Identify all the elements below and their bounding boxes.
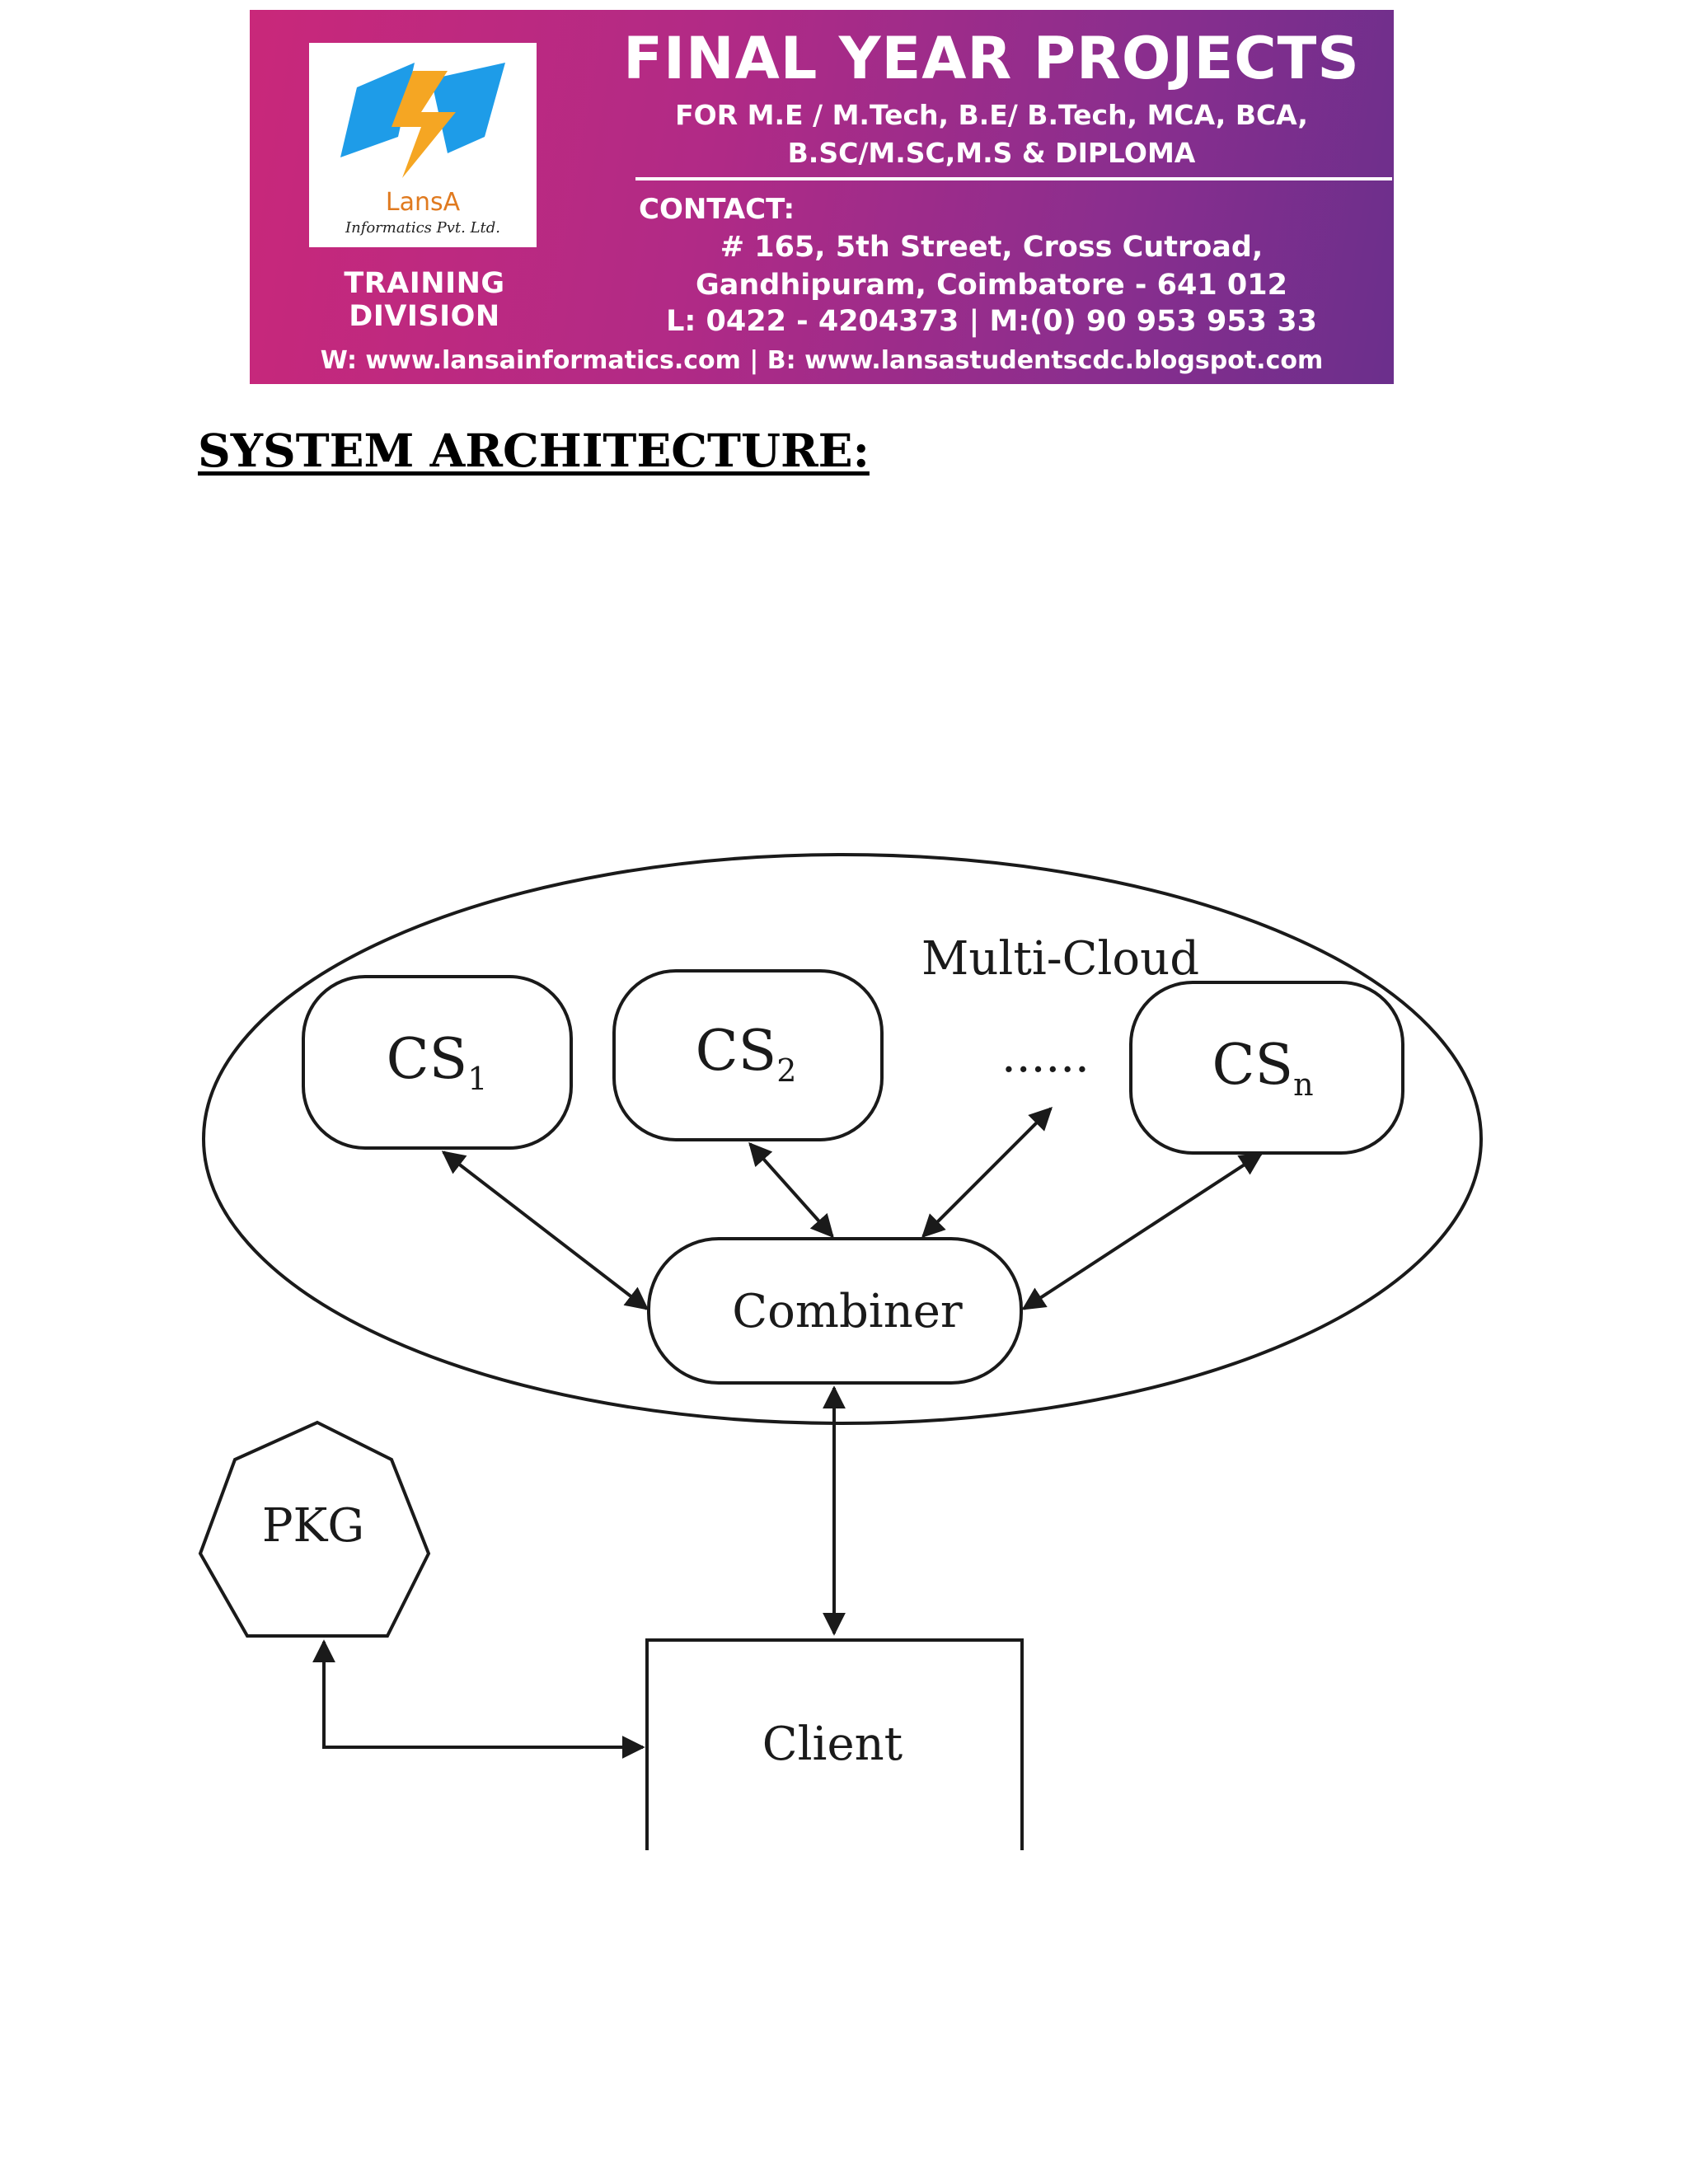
phone-numbers: L: 0422 - 4204373 | M:(0) 90 953 953 33 — [666, 305, 1317, 338]
lightning-logo-icon — [340, 63, 505, 178]
banner-subtitle-line1: FOR M.E / M.Tech, B.E/ B.Tech, MCA, BCA, — [675, 99, 1308, 131]
address-line2: Gandhipuram, Coimbatore - 641 012 — [696, 269, 1287, 302]
banner-subtitle-line2: B.SC/M.SC,M.S & DIPLOMA — [787, 137, 1196, 169]
cloud-server-1: CS1 — [302, 975, 573, 1150]
address-line1: # 165, 5th Street, Cross Cutroad, — [720, 231, 1264, 264]
svg-text:CS2: CS2 — [696, 1019, 797, 1089]
cs1-subscript: 1 — [467, 1061, 487, 1097]
header-banner: LansA Informatics Pvt. Ltd. TRAINING DIV… — [250, 10, 1394, 384]
combiner-label: Combiner — [732, 1285, 963, 1338]
pkg-label: PKG — [262, 1499, 364, 1553]
client-label: Client — [762, 1718, 903, 1771]
arrow-csn-combiner — [1021, 1152, 1264, 1310]
logo-name: LansA — [385, 188, 461, 217]
contact-label: CONTACT: — [639, 193, 795, 226]
training-division-label: TRAINING DIVISION — [344, 267, 505, 333]
combiner-node: Combiner — [647, 1237, 1023, 1385]
cloud-server-n: CSn — [1129, 981, 1404, 1155]
arrow-pkg-client — [312, 1639, 645, 1759]
pkg-node: PKG — [198, 1420, 431, 1638]
multi-cloud-label: Multi-Cloud — [921, 932, 1199, 986]
svg-text:CS1: CS1 — [387, 1027, 488, 1097]
website-links: W: www.lansainformatics.com | B: www.lan… — [320, 346, 1324, 375]
page-title: SYSTEM ARCHITECTURE: — [198, 424, 870, 477]
cs1-label: CS — [387, 1027, 468, 1092]
arrow-ellipsis-combiner — [921, 1107, 1053, 1238]
cloud-server-2: CS2 — [612, 969, 884, 1141]
csn-label: CS — [1212, 1033, 1293, 1098]
client-node: Client — [645, 1638, 1024, 1850]
csn-subscript: n — [1293, 1066, 1313, 1103]
arrow-cs1-combiner — [441, 1151, 649, 1310]
cs2-subscript: 2 — [776, 1052, 796, 1089]
banner-title: FINAL YEAR PROJECTS — [623, 25, 1360, 92]
arrow-cs2-combiner — [748, 1141, 834, 1239]
svg-text:CSn: CSn — [1212, 1033, 1313, 1103]
more-servers-ellipsis: ...... — [1001, 1029, 1090, 1083]
cs2-label: CS — [696, 1019, 777, 1084]
banner-divider — [635, 177, 1392, 180]
company-logo: LansA Informatics Pvt. Ltd. — [309, 43, 537, 247]
logo-subtitle: Informatics Pvt. Ltd. — [345, 219, 501, 237]
